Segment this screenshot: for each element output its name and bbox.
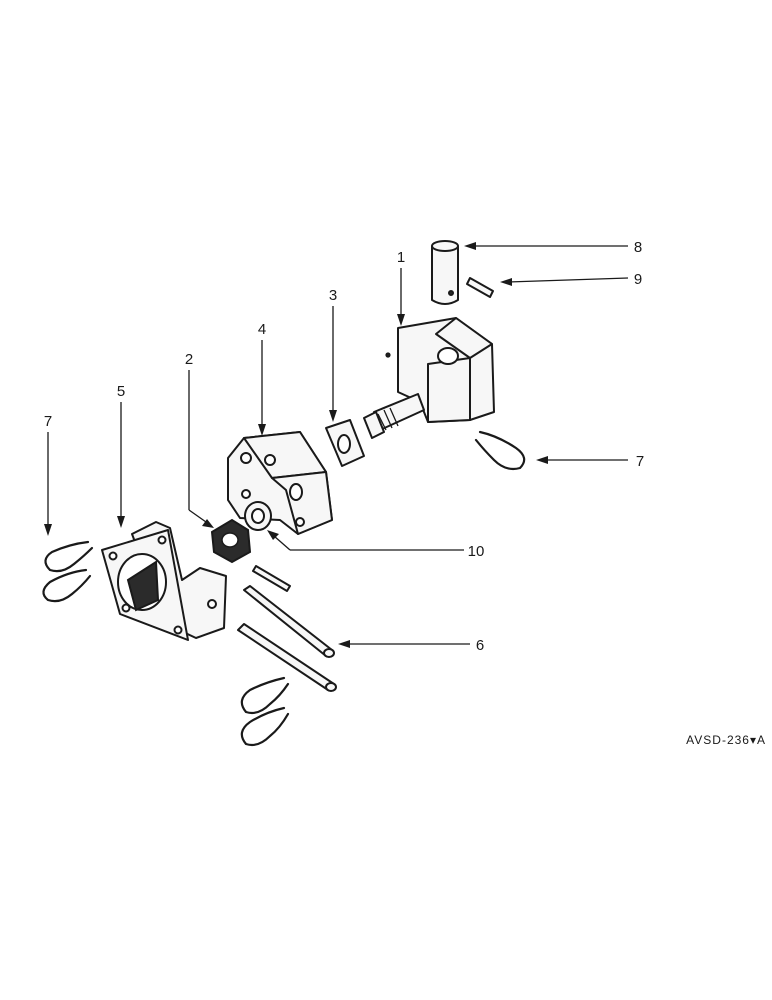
part-1-spindle-bracket <box>363 317 495 439</box>
part-5-mounting-flange <box>101 521 227 641</box>
callout-9: 9 <box>634 271 642 288</box>
callout-1: 1 <box>397 249 405 266</box>
cotter-pin <box>252 565 291 592</box>
part-8-pin <box>431 240 459 305</box>
callout-7-right: 7 <box>636 453 644 470</box>
callout-4: 4 <box>258 321 266 338</box>
part-7-clips-bottom <box>240 676 290 747</box>
leader-lines <box>44 242 629 648</box>
callout-6: 6 <box>476 637 484 654</box>
part-3-shim <box>325 419 365 467</box>
part-2-castle-nut <box>210 518 252 564</box>
part-9-roll-pin <box>466 277 494 298</box>
callout-10: 10 <box>468 543 485 560</box>
callout-3: 3 <box>329 287 337 304</box>
callout-2: 2 <box>185 351 193 368</box>
part-10-washer <box>244 501 272 531</box>
part-7-clip-right <box>474 430 526 471</box>
callout-8: 8 <box>634 239 642 256</box>
part-6-long-pins <box>237 585 337 692</box>
callout-7-left: 7 <box>44 413 52 430</box>
part-7-clips-left <box>42 540 94 603</box>
callout-5: 5 <box>117 383 125 400</box>
part-4-yoke-housing <box>227 431 333 535</box>
drawing-code: AVSD-236▾A <box>686 733 766 747</box>
